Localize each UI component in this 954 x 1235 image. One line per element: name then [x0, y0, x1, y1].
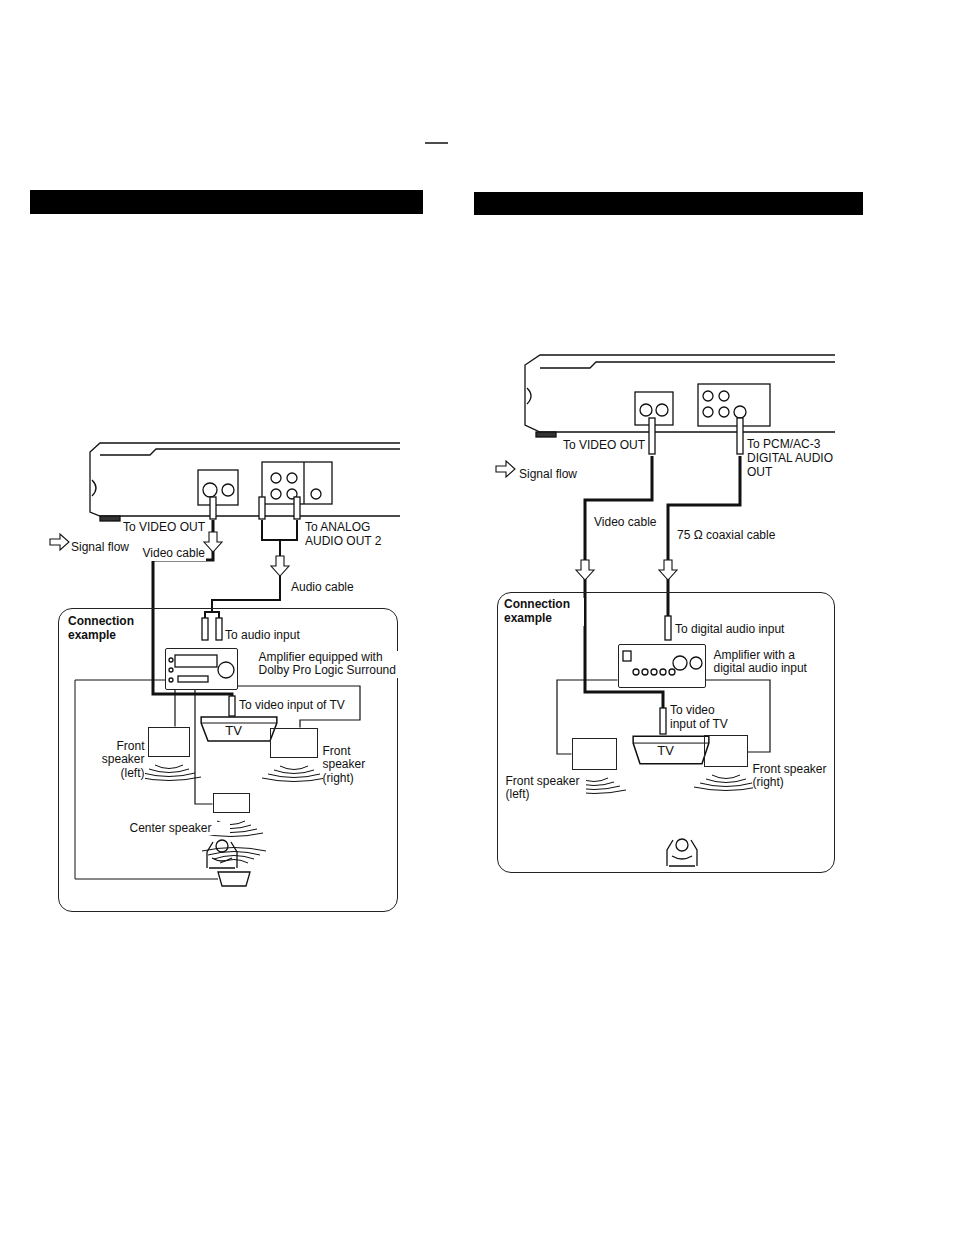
cable-label: 75 Ω coaxial cable — [676, 529, 776, 543]
sound-wave — [706, 779, 746, 783]
amplifier-front — [169, 651, 702, 682]
node-label: Front speaker (right) — [753, 763, 833, 791]
speaker-box: Front speaker (left) — [148, 727, 190, 757]
speaker-wire — [174, 690, 175, 727]
speaker-box: Front speaker (right) — [704, 735, 748, 767]
page-mark — [425, 142, 448, 144]
sound-wave — [143, 773, 195, 777]
sound-wave — [694, 787, 758, 791]
tv-box: TV — [200, 716, 278, 742]
sound-wave — [202, 848, 266, 852]
speaker-box: Front speaker (left) — [572, 738, 617, 770]
video-cable — [585, 456, 663, 730]
node-label: TV — [632, 744, 700, 759]
cable-label: Audio cable — [290, 581, 355, 595]
connector-label: To audio input — [224, 629, 301, 643]
header-bar — [30, 190, 423, 214]
tv-box: TV — [632, 735, 710, 765]
sound-wave — [268, 774, 320, 778]
connector-label: To PCM/AC-3 DIGITAL AUDIO OUT — [746, 438, 840, 479]
connector-label: To video input of TV — [669, 704, 745, 732]
speaker-wire — [75, 680, 218, 879]
legend-note: Signal flow — [70, 541, 130, 555]
node-label: TV — [200, 724, 268, 739]
sound-wave — [149, 769, 189, 773]
sound-wave — [280, 766, 308, 770]
legend-note: Signal flow — [518, 468, 578, 482]
amplifier-box: Amplifier equipped with Dolby Pro Logic … — [165, 648, 238, 690]
dvd-player-rear — [90, 443, 400, 521]
cable-label: Video cable — [130, 547, 206, 561]
listener — [207, 839, 697, 868]
node-label: Amplifier equipped with Dolby Pro Logic … — [259, 651, 401, 679]
connector-label: To VIDEO OUT — [122, 521, 206, 535]
connection-example-box: Connection exampleAmplifier equipped wit… — [58, 608, 398, 912]
speaker-box: Center speaker — [213, 793, 250, 813]
signal-flow-arrow — [204, 532, 222, 552]
cable-label: Video cable — [593, 516, 658, 530]
connector-label: To ANALOG AUDIO OUT 2 — [304, 521, 391, 549]
sound-wave — [208, 852, 260, 856]
node-label: Amplifier with a digital audio input — [714, 649, 826, 677]
speaker-wire — [557, 680, 618, 754]
sound-wave — [137, 777, 201, 781]
sound-wave — [214, 856, 254, 860]
node-label: Front speaker (left) — [506, 775, 586, 803]
sound-wave — [700, 783, 752, 787]
signal-flow-arrow — [50, 534, 69, 550]
sound-wave — [712, 775, 740, 779]
signal-flow-arrow — [271, 556, 289, 576]
box-heading: Connection example — [68, 615, 148, 643]
speaker-wire — [195, 690, 213, 805]
signal-flow-arrow — [576, 560, 594, 580]
connector-label: To digital audio input — [674, 623, 785, 637]
sound-wave — [274, 770, 314, 774]
speaker-box: Front speaker (right) — [270, 728, 318, 758]
sound-wave — [220, 860, 248, 864]
signal-flow-arrow — [496, 461, 515, 477]
sound-wave — [262, 778, 326, 782]
cable-plug — [202, 418, 743, 734]
signal-flow-arrow — [659, 560, 677, 580]
connector-label: To VIDEO OUT — [562, 439, 646, 453]
sound-wave — [155, 765, 183, 769]
audio-cable — [205, 520, 297, 618]
node-label: Center speaker — [130, 822, 230, 836]
node-label: Front speaker (left) — [97, 740, 145, 781]
dvd-player-rear — [525, 355, 835, 437]
connector-label: To video input of TV — [238, 699, 346, 713]
node-label: Front speaker (right) — [323, 745, 377, 786]
header-bar — [474, 192, 863, 215]
box-heading: Connection example — [504, 598, 584, 626]
rear-speaker — [218, 872, 250, 886]
amplifier-box: Amplifier with a digital audio input — [618, 644, 706, 688]
